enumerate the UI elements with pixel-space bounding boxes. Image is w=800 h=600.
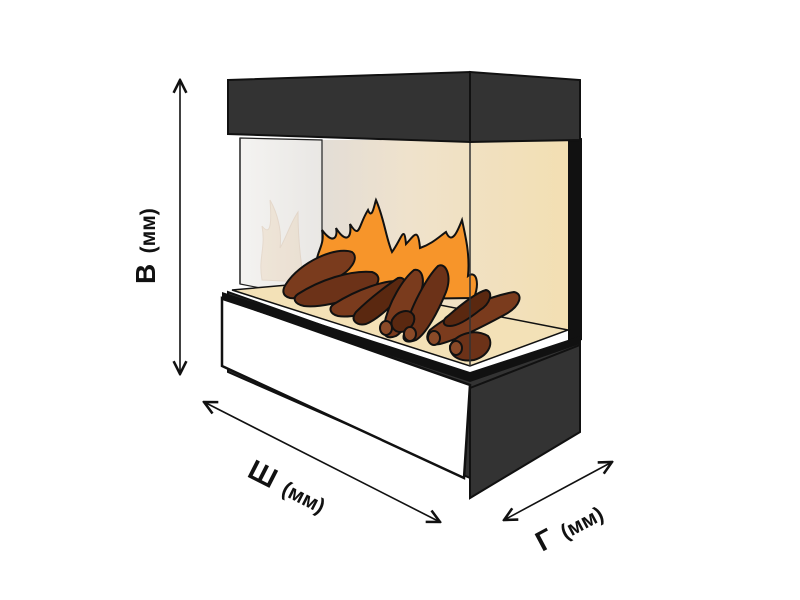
top-hood-front	[227, 70, 471, 144]
depth-label: Г (мм)	[530, 496, 608, 557]
base-right-side	[469, 343, 581, 500]
log-icon	[442, 288, 492, 328]
log-end	[427, 330, 441, 346]
depth-double-arrow-icon	[504, 462, 612, 520]
right-frame-post	[568, 138, 582, 344]
log-pile	[282, 249, 521, 362]
log-end	[379, 320, 393, 336]
top-hood-side	[469, 70, 581, 144]
log-end	[449, 340, 463, 356]
height-label: В (мм)	[130, 208, 161, 284]
width-double-arrow-icon	[204, 402, 440, 522]
reflected-flame-icon	[260, 199, 305, 283]
fireplace-icon	[220, 70, 582, 500]
log-end	[403, 326, 417, 342]
width-label: Ш (мм)	[243, 454, 332, 520]
